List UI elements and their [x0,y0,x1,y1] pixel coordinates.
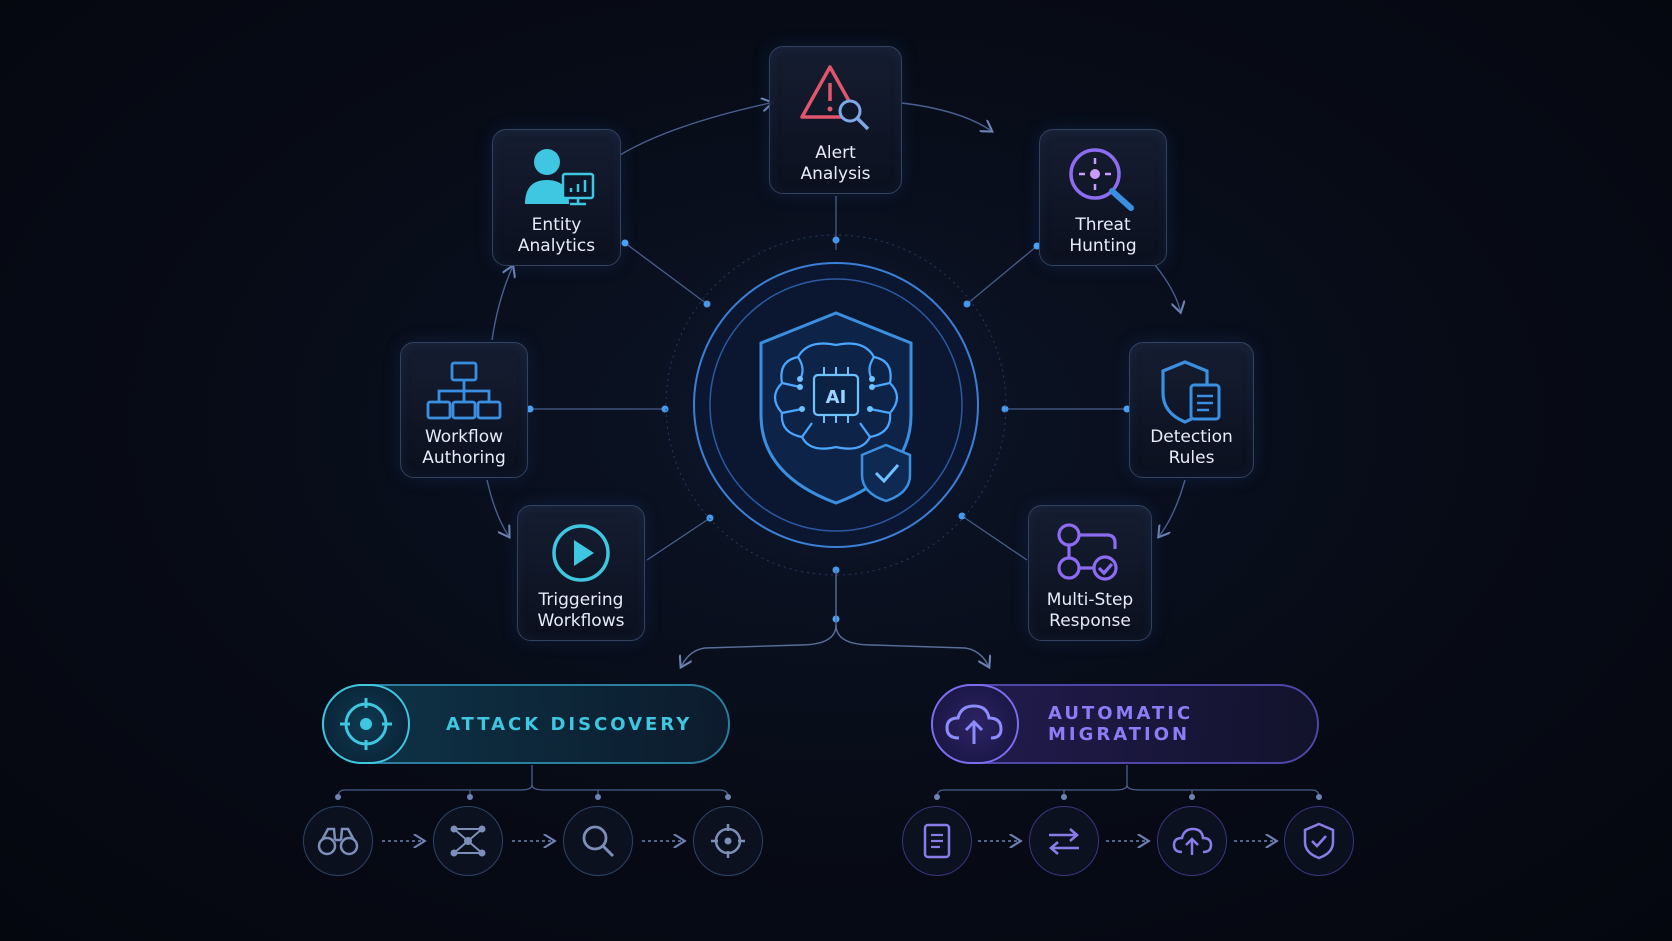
ai-badge-text: AI [826,387,847,408]
node-label: Detection Rules [1150,427,1233,468]
node-detection-rules[interactable]: Detection Rules [1129,342,1254,478]
pipeline-brackets [337,765,1320,798]
arc-detection-to-multistep [1160,479,1186,535]
node-label: Multi-Step Response [1046,590,1134,631]
shield-check-icon[interactable] [1284,806,1354,876]
target-icon[interactable] [693,806,763,876]
network-graph-icon[interactable] [433,806,503,876]
cloud-upload-icon[interactable] [1157,806,1227,876]
attack-discovery-pill[interactable]: ATTACK DISCOVERY [322,684,730,764]
attack-discovery-label: ATTACK DISCOVERY [446,713,693,735]
node-alert-analysis[interactable]: Alert Analysis [769,46,902,194]
arc-entity-to-alert [619,103,770,156]
node-multi-step-response[interactable]: Multi-Step Response [1028,505,1152,641]
search-icon[interactable] [563,806,633,876]
workflow-tree-icon [426,361,502,420]
arc-threat-to-detection [1154,264,1180,310]
orbit-arcs [486,102,1186,535]
ai-shield-brain-icon: AI [759,311,913,505]
node-label: Workflow Authoring [422,427,506,468]
node-label: Entity Analytics [517,215,596,256]
document-icon[interactable] [902,806,972,876]
node-triggering-workflows[interactable]: Triggering Workflows [517,505,645,641]
target-icon [322,684,410,764]
automatic-migration-pill[interactable]: AUTOMATIC MIGRATION [931,684,1319,764]
play-circle-icon [552,524,610,582]
cloud-upload-icon [931,684,1019,764]
arc-alert-to-threat [901,102,990,130]
arc-workflow-to-entity [491,268,512,341]
node-label: Threat Hunting [1069,215,1137,256]
binoculars-icon[interactable] [303,806,373,876]
transfer-arrows-icon[interactable] [1029,806,1099,876]
node-workflow-authoring[interactable]: Workflow Authoring [400,342,528,478]
core-inner-ring [709,278,963,532]
node-label: Alert Analysis [800,143,871,184]
node-label: Triggering Workflows [537,590,625,631]
node-entity-analytics[interactable]: Entity Analytics [492,129,621,266]
user-analytics-icon [524,149,594,206]
multi-step-flow-icon [1057,523,1118,581]
automatic-migration-label: AUTOMATIC MIGRATION [1048,703,1194,745]
alert-search-icon [799,65,869,131]
node-threat-hunting[interactable]: Threat Hunting [1039,129,1167,266]
shield-document-icon [1160,360,1220,424]
threat-hunting-icon [1069,148,1134,211]
arc-workflow-to-triggering [486,479,508,535]
